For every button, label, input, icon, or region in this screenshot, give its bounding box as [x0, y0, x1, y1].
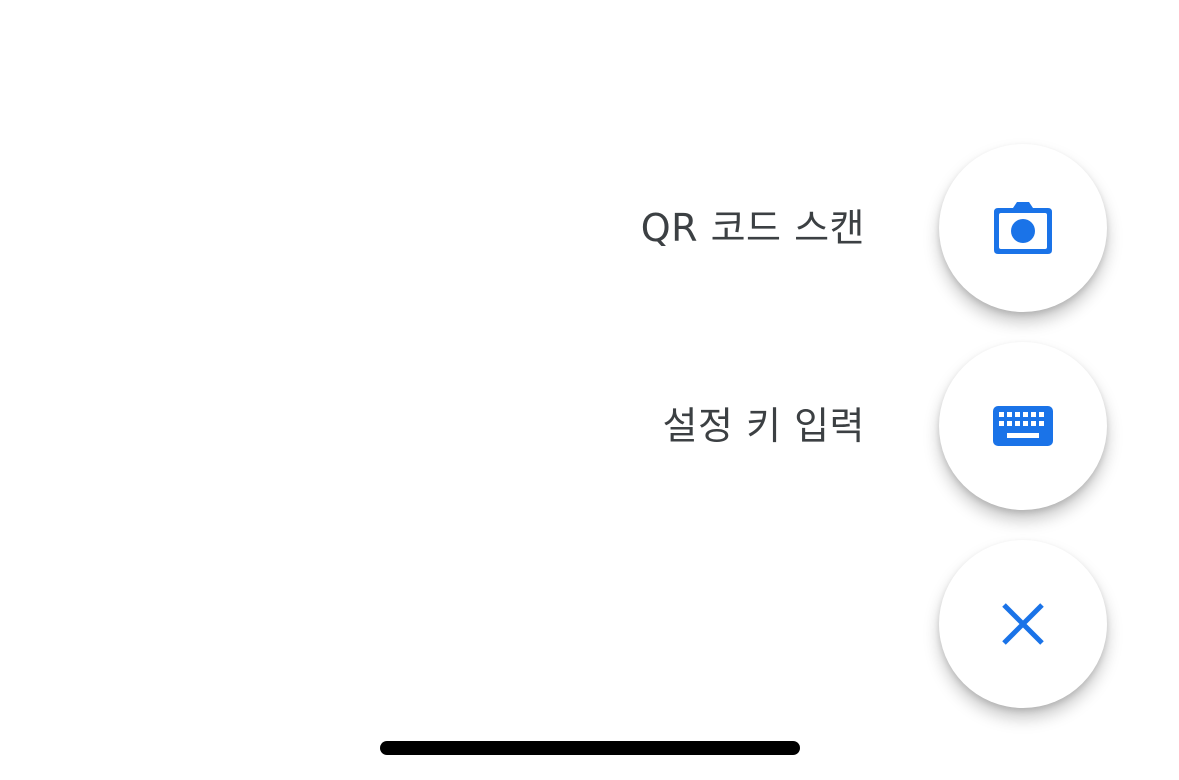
close-icon [1002, 603, 1044, 645]
scan-qr-label[interactable]: QR 코드 스캔 [640, 206, 865, 250]
scan-qr-button[interactable] [939, 144, 1107, 312]
enter-key-button[interactable] [939, 342, 1107, 510]
camera-icon [994, 202, 1052, 254]
fab-row-close [939, 540, 1107, 708]
fab-row-scan-qr: QR 코드 스캔 [641, 144, 1107, 312]
enter-key-label[interactable]: 설정 키 입력 [662, 404, 865, 448]
home-indicator[interactable] [380, 741, 800, 755]
close-menu-button[interactable] [939, 540, 1107, 708]
keyboard-icon [993, 406, 1053, 446]
fab-row-enter-key: 설정 키 입력 [663, 342, 1107, 510]
